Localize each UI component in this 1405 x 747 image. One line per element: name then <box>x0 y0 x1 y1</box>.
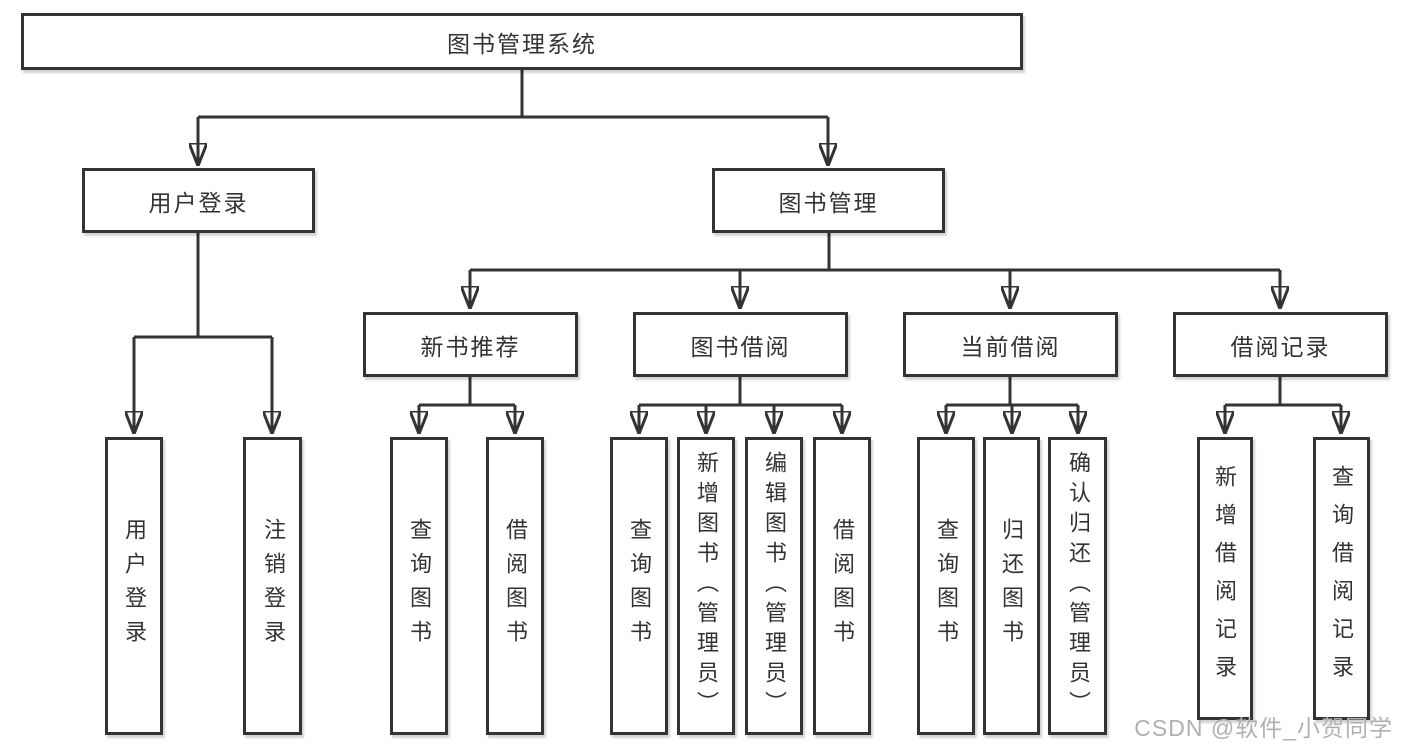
node-leaf-cb-query-books: 查询图书 <box>917 437 975 735</box>
csdn-watermark: CSDN @软件_小贺同学 <box>1134 715 1393 741</box>
connector-current-borrow-children <box>946 377 1078 407</box>
node-new-book-recommend: 新书推荐 <box>363 312 578 377</box>
node-leaf-nb-query-books: 查询图书 <box>390 437 448 735</box>
connector-borrow-records-children <box>1225 377 1341 407</box>
connector-user-login-children <box>134 232 272 339</box>
node-leaf-cb-return-books: 归还图书 <box>983 437 1040 735</box>
node-book-borrow: 图书借阅 <box>633 312 848 377</box>
node-leaf-bb-borrow-books: 借阅图书 <box>813 437 871 735</box>
node-leaf-user-login: 用户登录 <box>105 437 163 735</box>
node-leaf-bb-query-books: 查询图书 <box>610 437 668 735</box>
node-leaf-bb-add-books-admin: 新增图书（管理员） <box>677 437 735 735</box>
node-user-login: 用户登录 <box>82 168 315 233</box>
node-library-system: 图书管理系统 <box>21 13 1023 70</box>
node-leaf-cb-confirm-return-admin: 确认归还（管理员） <box>1048 437 1107 735</box>
node-leaf-br-add-record: 新增借阅记录 <box>1197 437 1253 720</box>
node-leaf-nb-borrow-books: 借阅图书 <box>486 437 544 735</box>
node-book-management: 图书管理 <box>712 168 945 233</box>
node-leaf-bb-edit-books-admin: 编辑图书（管理员） <box>745 437 803 735</box>
connector-root-to-level1 <box>198 69 828 119</box>
node-leaf-logout: 注销登录 <box>243 437 302 735</box>
node-leaf-br-query-record: 查询借阅记录 <box>1313 437 1370 720</box>
node-current-borrow: 当前借阅 <box>903 312 1118 377</box>
node-borrow-records: 借阅记录 <box>1173 312 1388 377</box>
connector-book-mgmt-children <box>470 233 1280 272</box>
connector-new-books-children <box>419 377 515 407</box>
connector-book-borrow-children <box>639 377 842 407</box>
